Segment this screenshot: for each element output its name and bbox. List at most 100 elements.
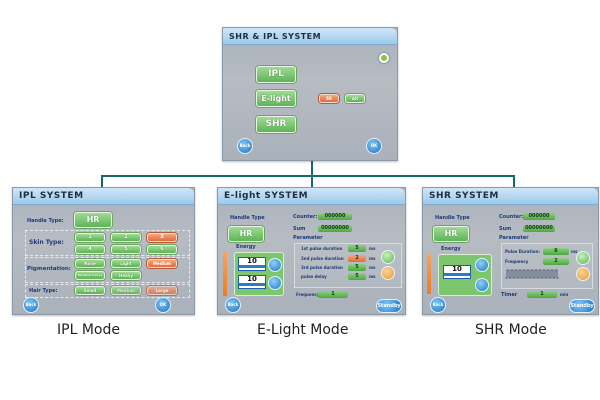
- counter-label: Counter:: [499, 214, 524, 220]
- pigmentation-group: [25, 257, 190, 283]
- frequency-value[interactable]: 2: [543, 258, 569, 265]
- main-screen-panel: SHR & IPL SYSTEM IPL E-light SHR SR AR B…: [222, 27, 398, 161]
- param-unit-2: ms: [369, 256, 376, 261]
- counter-value: 000000: [318, 213, 352, 220]
- param-value-4[interactable]: 5: [348, 273, 366, 280]
- energy-value-1[interactable]: 10: [238, 257, 266, 271]
- timer-label: Timer: [501, 292, 518, 298]
- elight-mode-button[interactable]: E-light: [256, 90, 296, 107]
- back-button[interactable]: Back: [23, 297, 39, 313]
- hair-type-large[interactable]: Large: [147, 286, 177, 295]
- handle-type-value[interactable]: HR: [74, 212, 112, 228]
- hair-type-medium[interactable]: Medium: [111, 286, 141, 295]
- elight-ar-button[interactable]: AR: [345, 94, 365, 103]
- param-unit-1: ms: [369, 246, 376, 251]
- ok-button[interactable]: OK: [155, 297, 171, 313]
- skin-type-group: [25, 230, 190, 256]
- frequency-label: Frequency: [505, 259, 529, 264]
- skin-type-6[interactable]: 6: [147, 245, 177, 254]
- shr-system-title: SHR SYSTEM: [423, 188, 598, 205]
- sum-value: 00000000: [523, 225, 555, 232]
- param-up-arrow-icon[interactable]: [576, 251, 590, 265]
- sum-label: Sum: [499, 226, 512, 232]
- connector-shr: [513, 175, 515, 187]
- energy-control: 10 10: [234, 252, 284, 296]
- energy-control: 10: [438, 254, 492, 296]
- connector-horizontal: [101, 175, 515, 177]
- param-up-arrow-icon[interactable]: [381, 250, 395, 264]
- pulse-waveform-icon: [505, 269, 559, 279]
- pigmentation-label: Pigmentation:: [27, 266, 71, 272]
- back-button[interactable]: Back: [430, 297, 446, 313]
- connector-ipl: [101, 175, 103, 187]
- skin-type-5[interactable]: 5: [111, 245, 141, 254]
- handle-type-label: Handle Type: [230, 215, 265, 221]
- back-button[interactable]: Back: [225, 297, 241, 313]
- param-down-arrow-icon[interactable]: [381, 266, 395, 280]
- ipl-mode-button[interactable]: IPL: [256, 66, 296, 83]
- energy-value[interactable]: 10: [443, 265, 471, 279]
- shr-mode-button[interactable]: SHR: [256, 116, 296, 133]
- skin-type-3[interactable]: 3: [147, 233, 177, 242]
- param-value-2[interactable]: 2: [348, 255, 366, 262]
- energy-down-arrow-icon[interactable]: [268, 276, 282, 290]
- pigmentation-light[interactable]: Light: [111, 259, 141, 268]
- energy-label: Energy: [236, 244, 256, 250]
- skin-type-2[interactable]: 2: [111, 233, 141, 242]
- skin-type-label: Skin Type:: [29, 239, 64, 246]
- timer-value[interactable]: 1: [527, 291, 557, 298]
- connector-elight: [311, 175, 313, 187]
- counter-value: 000000: [523, 213, 555, 220]
- handle-type-label: Handle Type: [435, 215, 470, 221]
- energy-down-arrow-icon[interactable]: [475, 278, 489, 292]
- skin-type-1[interactable]: 1: [75, 233, 105, 242]
- param-label-4: pulse delay: [301, 274, 327, 279]
- pulse-duration-value[interactable]: 6: [543, 248, 569, 255]
- parameter-label: Parameter: [293, 235, 323, 241]
- energy-label: Energy: [441, 246, 461, 252]
- pulse-duration-unit: ms: [571, 249, 578, 254]
- handle-type-value[interactable]: HR: [228, 226, 264, 242]
- energy-level-bar: [223, 252, 227, 296]
- handle-type-value[interactable]: HR: [433, 226, 469, 242]
- energy-level-bar: [427, 254, 431, 294]
- param-down-arrow-icon[interactable]: [576, 267, 590, 281]
- param-label-3: 3rd pulse duration: [301, 265, 343, 270]
- handle-type-label: Handle Type:: [27, 218, 64, 224]
- ipl-system-title: IPL SYSTEM: [13, 188, 194, 205]
- skin-type-4[interactable]: 4: [75, 245, 105, 254]
- sum-label: Sum: [293, 226, 306, 232]
- param-value-3[interactable]: 5: [348, 264, 366, 271]
- param-value-1[interactable]: 5: [348, 245, 366, 252]
- frequency-value[interactable]: 1: [318, 291, 348, 298]
- back-button[interactable]: Back: [237, 138, 253, 154]
- counter-label: Counter:: [293, 214, 318, 220]
- pigmentation-none[interactable]: None: [75, 259, 105, 268]
- ok-button[interactable]: OK: [366, 138, 382, 154]
- energy-up-arrow-icon[interactable]: [268, 258, 282, 272]
- param-unit-3: ms: [369, 265, 376, 270]
- pigmentation-medium-heavy[interactable]: Medium heavy: [75, 271, 105, 280]
- shr-system-panel: SHR SYSTEM Handle Type HR Energy 10 Coun…: [422, 187, 599, 315]
- energy-up-arrow-icon[interactable]: [475, 258, 489, 272]
- pigmentation-medium[interactable]: Medium: [147, 259, 177, 268]
- parameter-label: Parameter: [499, 235, 529, 241]
- pulse-duration-label: Pulse Duration:: [505, 249, 540, 254]
- shr-mode-caption: SHR Mode: [475, 322, 547, 338]
- ipl-mode-caption: IPL Mode: [57, 322, 120, 338]
- main-screen-title: SHR & IPL SYSTEM: [223, 28, 397, 45]
- standby-button[interactable]: Standby: [376, 299, 402, 313]
- hair-type-label: Hair Type:: [29, 288, 58, 294]
- sum-value: 00000000: [318, 225, 352, 232]
- frequency-label: Frequency: [296, 292, 320, 297]
- hair-type-group: [25, 284, 190, 298]
- hair-type-small[interactable]: Small: [75, 286, 105, 295]
- elight-sr-button[interactable]: SR: [319, 94, 339, 103]
- gear-icon[interactable]: [379, 53, 389, 63]
- pigmentation-heavy[interactable]: Heavy: [111, 271, 141, 280]
- standby-button[interactable]: Standby: [569, 299, 595, 313]
- param-label-1: 1st pulse duration: [301, 246, 343, 251]
- energy-value-2[interactable]: 10: [238, 275, 266, 289]
- timer-unit: min: [560, 292, 569, 297]
- connector-trunk: [311, 160, 313, 176]
